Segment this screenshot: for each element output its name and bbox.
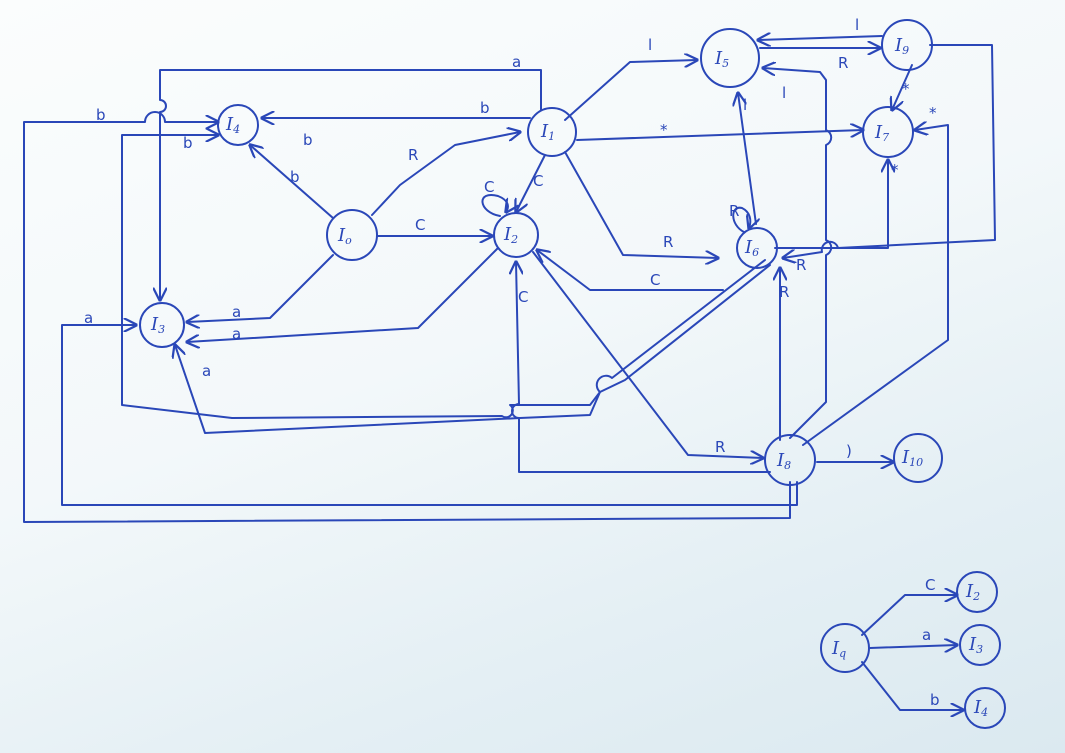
edge-i1-i5	[564, 60, 697, 121]
edge-i1-i7	[576, 130, 863, 141]
edge-i6-i5	[738, 93, 757, 225]
label-i1-i6: R	[663, 233, 673, 251]
svg-text:I1: I1	[540, 121, 555, 143]
node-i1: I1	[527, 107, 577, 157]
label-i9-i5: l	[855, 16, 859, 34]
edge-i0-i1	[371, 132, 520, 216]
edge-i6-i4	[121, 135, 766, 419]
edge-i8-i7	[802, 125, 949, 446]
edge-i6-loop	[732, 206, 750, 233]
node-sub-i2: I2	[956, 571, 998, 613]
edge-i8-i5	[763, 68, 833, 439]
node-i5: I5	[700, 28, 760, 88]
svg-text:I6: I6	[744, 237, 759, 259]
svg-text:I4: I4	[973, 697, 988, 719]
label-i0-i3: a	[232, 303, 241, 321]
label-i1-i4: b	[480, 99, 490, 117]
edge-i2-loop	[481, 193, 507, 217]
node-i7: I7	[862, 106, 914, 158]
svg-text:I5: I5	[714, 48, 729, 70]
label-i8-i7: *	[929, 104, 937, 122]
edge-i1-i2	[516, 154, 546, 212]
label-i1-i5: l	[648, 36, 652, 54]
node-i4: I4	[217, 104, 259, 146]
nodes: Io I1 I2 I3 I4 I5 I6 I7	[139, 19, 1006, 729]
label-i6-loop: R	[729, 202, 739, 220]
svg-text:I7: I7	[874, 122, 889, 144]
label-i6-i2: C	[650, 271, 660, 289]
edge-iq-i3	[869, 645, 957, 648]
svg-text:I2: I2	[965, 581, 980, 603]
edge-i8-i2	[512, 262, 771, 473]
node-sub-i4: I4	[964, 687, 1006, 729]
label-iq-i2: C	[925, 576, 935, 594]
svg-text:I9: I9	[894, 35, 909, 57]
edge-i1-i6	[564, 151, 718, 258]
node-sub-i3: I3	[959, 624, 1001, 666]
edge-i9-i6	[783, 44, 996, 258]
label-i1-i2: C	[533, 172, 543, 190]
label-i9-i6: R	[796, 256, 806, 274]
label-i1-i3: a	[512, 53, 521, 71]
edge-i8-i3	[61, 325, 798, 506]
node-i8: I8	[764, 434, 816, 486]
label-i6-i5: l	[743, 96, 747, 114]
node-i6: I6	[736, 227, 778, 269]
edges	[23, 36, 996, 710]
label-i8-i10: )	[846, 442, 852, 460]
svg-text:I10: I10	[901, 447, 923, 469]
label-i2-i8: R	[715, 438, 725, 456]
label-i2-i3: a	[232, 325, 241, 343]
label-i9-i7: *	[902, 80, 910, 98]
svg-text:Io: Io	[337, 225, 352, 247]
label-iq-i3: a	[922, 626, 931, 644]
label-i8-i5: l	[782, 84, 786, 102]
svg-text:I3: I3	[968, 634, 983, 656]
label-i8-i6: R	[779, 283, 789, 301]
label-i0-i2: C	[415, 216, 425, 234]
edge-i6-i7	[774, 160, 888, 249]
label-b-left: b	[183, 134, 193, 152]
edge-i9-i7	[892, 64, 913, 110]
node-iq: Iq	[820, 623, 870, 673]
label-i0-i1: R	[408, 146, 418, 164]
edge-i6-i2	[537, 250, 724, 291]
svg-text:I8: I8	[776, 450, 791, 472]
edge-i1-i3	[160, 69, 542, 300]
node-i2: I2	[493, 212, 539, 258]
label-iq-i4: b	[930, 691, 940, 709]
edge-iq-i4	[861, 661, 963, 710]
label-i8-i3: a	[84, 309, 93, 327]
svg-text:Iq: Iq	[831, 638, 846, 660]
node-i9: I9	[881, 19, 933, 71]
svg-text:I3: I3	[150, 314, 165, 336]
label-i0-i4: b	[290, 168, 300, 186]
label-i6-i4-b: b	[303, 131, 313, 149]
svg-text:I4: I4	[225, 114, 240, 136]
node-i0: Io	[326, 209, 378, 261]
edge-i2-i3	[187, 247, 499, 342]
edge-i2-i8	[532, 251, 763, 458]
label-i8-i2: C	[518, 288, 528, 306]
edge-i0-i3	[187, 254, 334, 322]
edge-iq-i2	[861, 595, 957, 636]
node-i10: I10	[893, 433, 943, 483]
label-i5-i9: R	[838, 54, 848, 72]
node-i3: I3	[139, 302, 185, 348]
label-i6-i7: *	[891, 161, 899, 179]
label-b-outer: b	[96, 106, 106, 124]
edge-i6-i3	[175, 264, 771, 434]
edge-i8-i4	[23, 111, 791, 523]
edge-i0-i4	[250, 145, 334, 219]
label-i6-i3: a	[202, 362, 211, 380]
edge-labels: b b b b b a R C a a a a C C l * R C C R …	[84, 16, 940, 709]
label-i1-i7: *	[660, 121, 668, 139]
edge-i9-i5	[758, 36, 883, 40]
label-i2-loop: C	[484, 178, 494, 196]
svg-text:I2: I2	[503, 224, 518, 246]
